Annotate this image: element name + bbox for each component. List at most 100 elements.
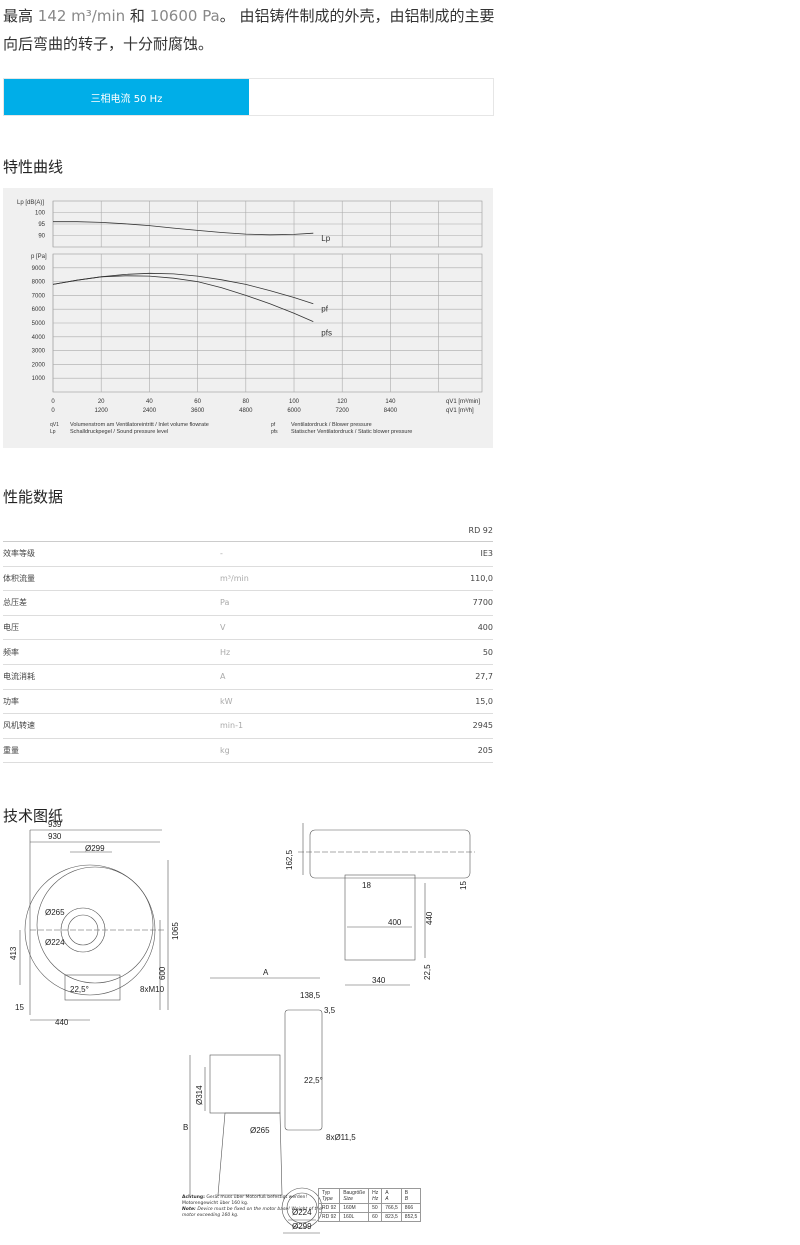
x-tick-label-min: 100 (289, 399, 300, 405)
y-tick-label: 1000 (32, 376, 46, 382)
intro-text: 最高 142 m³/min 和 10600 Pa。 由铝铸件制成的外壳，由铝制成… (3, 2, 498, 58)
tab-three-phase-50hz[interactable]: 三相电流 50 Hz (4, 79, 249, 115)
row-value: 27,7 (475, 672, 493, 682)
row-label: 效率等级 (3, 549, 35, 559)
dim-d265b: Ø265 (250, 1126, 270, 1135)
size-table-cell: 160L (339, 1212, 370, 1222)
dim-22-5: 22,5 (423, 964, 432, 980)
size-table-cell: 160M (339, 1203, 370, 1213)
x-tick-label-h: 6000 (287, 408, 301, 414)
dim-d224: Ø224 (45, 938, 65, 947)
dim-d299: Ø299 (85, 844, 105, 853)
dim-162-5: 162,5 (285, 849, 294, 870)
size-table-cell: 823,5 (381, 1212, 402, 1222)
legend-symbol: qV1 (50, 422, 59, 428)
row-label: 电流消耗 (3, 672, 35, 682)
y-tick-label: 95 (38, 222, 45, 228)
row-value: 50 (482, 647, 493, 657)
legend-text: Volumenstrom am Ventilatoreintritt / Inl… (70, 422, 209, 428)
angle-22-5: 22,5° (70, 985, 89, 994)
y-tick-label: 4000 (32, 335, 46, 341)
legend-text: Ventilatordruck / Blower pressure (291, 422, 372, 428)
dim-8xm10: 8xM10 (140, 985, 165, 994)
x-tick-label-h: 4800 (239, 408, 253, 414)
dim-413: 413 (9, 946, 18, 960)
row-unit: - (220, 549, 223, 559)
y-tick-label: 9000 (32, 266, 46, 272)
x-tick-label-min: 60 (194, 399, 201, 405)
y-axis-label-p: p [Pa] (31, 254, 47, 260)
dim-15b: 15 (459, 881, 468, 890)
x-tick-label-min: 20 (98, 399, 105, 405)
dim-600: 600 (158, 966, 167, 980)
technical-drawing: 939 930 Ø299 Ø265 Ø224 1065 600 413 15 4… (0, 815, 600, 1245)
row-value: IE3 (480, 549, 493, 559)
dim-930: 930 (48, 832, 62, 841)
section-title-drawing: 技术图纸 (3, 807, 64, 825)
row-label: 功率 (3, 696, 19, 706)
series-line-pfs (52, 275, 314, 322)
legend-symbol: Lp (50, 429, 56, 435)
y-tick-label: 5000 (32, 321, 46, 327)
dim-8xd11-5: 8xØ11,5 (326, 1133, 356, 1142)
y-tick-label: 2000 (32, 362, 46, 368)
size-table-cell: 852,5 (400, 1212, 422, 1222)
x-tick-label-h: 8400 (384, 408, 398, 414)
table-row: 电流消耗 A 27,7 (3, 665, 493, 690)
row-unit: Hz (220, 647, 231, 657)
row-value: 110,0 (470, 573, 493, 583)
row-unit: Pa (220, 598, 230, 608)
row-value: 2945 (472, 721, 493, 731)
column-header-model: RD 92 (468, 526, 493, 535)
series-label-pf: pf (321, 305, 328, 314)
note-text-de: Gerät muss über Motorfuß befestigt werde… (182, 1195, 308, 1206)
section-title-performance: 性能数据 (3, 488, 64, 506)
x-tick-label-h: 1200 (95, 408, 109, 414)
x-tick-label-h: 2400 (143, 408, 157, 414)
dim-138-5: 138,5 (300, 991, 321, 1000)
dim-B: B (183, 1123, 188, 1132)
row-label: 总压差 (3, 598, 27, 608)
x-tick-label-h: 7200 (336, 408, 350, 414)
max-pressure: 10600 Pa (149, 7, 220, 25)
dim-15: 15 (15, 1003, 24, 1012)
note-text-en: Device must be fixed on the motor base! … (182, 1207, 322, 1218)
note-label-en: Note: (182, 1207, 196, 1212)
size-table-cell: 866 (400, 1203, 422, 1213)
row-label: 重量 (3, 746, 19, 756)
dim-3-5: 3,5 (324, 1006, 336, 1015)
x-tick-label-h: 0 (51, 408, 55, 414)
table-row: 效率等级 - IE3 (3, 542, 493, 567)
size-table-cell: 50 (368, 1203, 383, 1213)
row-value: 15,0 (475, 696, 493, 706)
x-axis-label-min: qV1 [m³/min] (446, 399, 480, 405)
row-value: 7700 (472, 598, 493, 608)
x-tick-label-h: 3600 (191, 408, 205, 414)
legend-symbol: pf (271, 422, 276, 428)
y-axis-label-lp: Lp [dB(A)] (17, 200, 44, 206)
dim-440b: 440 (425, 911, 434, 925)
intro-text-part: 。 由铝铸件制成的外壳，由铝制成的主要向后弯曲的转子，十分耐腐蚀。 (3, 7, 495, 53)
row-label: 频率 (3, 647, 19, 657)
row-label: 风机转速 (3, 721, 35, 731)
dim-d314: Ø314 (195, 1085, 204, 1105)
row-value: 205 (477, 746, 493, 756)
row-label: 体积流量 (3, 573, 35, 583)
row-unit: A (220, 672, 226, 682)
x-axis-label-h: qV1 [m³/h] (446, 408, 474, 414)
y-tick-label: 8000 (32, 280, 46, 286)
frequency-tabs: 三相电流 50 Hz (3, 78, 494, 116)
dim-d224b: Ø224 (292, 1208, 312, 1217)
row-unit: V (220, 623, 226, 633)
x-tick-label-min: 0 (51, 399, 55, 405)
size-table-cell: 60 (368, 1212, 383, 1222)
series-label-Lp: Lp (321, 234, 330, 243)
